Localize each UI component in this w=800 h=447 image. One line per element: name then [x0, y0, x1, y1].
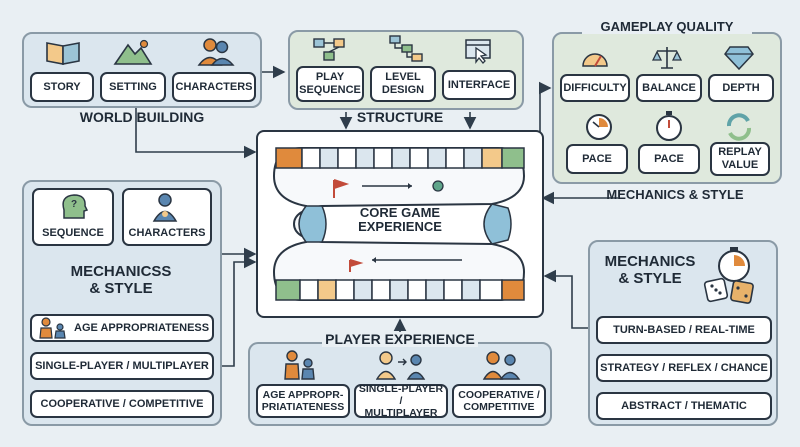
duo-icon	[482, 351, 521, 380]
world-building-title: WORLD BUILDING	[79, 109, 205, 125]
mountain-icon	[113, 39, 153, 65]
balance-box: BALANCE	[636, 74, 702, 102]
age-appropriateness-box-bottom: AGE APPROPR- PRIATIATENESS	[256, 384, 350, 418]
gameplay-quality-title: GAMEPLAY QUALITY	[582, 19, 752, 35]
clock-icon	[586, 114, 612, 140]
board-path	[272, 147, 526, 301]
turn-based-real-time-box: TURN-BASED / REAL-TIME	[596, 316, 772, 344]
gameplay-subtitle: MECHANICS & STYLE	[606, 187, 744, 202]
single-multiplayer-box-bottom: SINGLE-PLAYER / MULTIPLAYER	[354, 383, 448, 419]
strategy-reflex-chance-box: STRATEGY / REFLEX / CHANCE	[596, 354, 772, 382]
level-design-box: LEVEL DESIGN	[370, 66, 436, 102]
svg-text:?: ?	[71, 199, 77, 210]
person-icon	[152, 193, 178, 222]
cursor-window-icon	[465, 39, 491, 64]
player-experience-title: PLAYER EXPERIENCE	[322, 331, 478, 348]
abstract-thematic-box: ABSTRACT / THEMATIC	[596, 392, 772, 420]
pace-box-1: PACE	[566, 144, 628, 174]
pace-box-2: PACE	[638, 144, 700, 174]
characters-label-left: CHARACTERS	[128, 227, 206, 240]
age-appropriateness-label: AGE APPROPRIATENESS	[74, 321, 210, 334]
replay-icon	[727, 113, 751, 141]
left-mechanics-title: MECHANICSS & STYLE	[70, 263, 172, 297]
single-multiplayer-box-left: SINGLE-PLAYER / MULTIPLAYER	[30, 352, 214, 380]
players-icon	[376, 351, 426, 380]
cooperative-competitive-box-left: COOPERATIVE / COMPETITIVE	[30, 390, 214, 418]
flowchart-icon	[313, 38, 345, 61]
level-map-icon	[389, 35, 423, 62]
diamond-icon	[724, 46, 754, 70]
structure-title: STRUCTURE	[356, 109, 444, 125]
interface-box: INTERFACE	[442, 70, 516, 100]
play-sequence-box: PLAY SEQUENCE	[296, 66, 364, 102]
right-mechanics-title: MECHANICS & STYLE	[604, 253, 696, 287]
core-game-experience-title: CORE GAME EXPERIENCE	[358, 205, 442, 235]
depth-box: DEPTH	[708, 74, 774, 102]
scale-icon	[652, 47, 682, 69]
adult-child-icon	[284, 350, 315, 380]
sequence-label: SEQUENCE	[42, 227, 104, 240]
difficulty-box: DIFFICULTY	[560, 74, 630, 102]
head-question-icon: ?	[62, 194, 88, 219]
characters-box: CHARACTERS	[172, 72, 256, 102]
setting-box: SETTING	[100, 72, 166, 102]
replay-value-box: REPLAY VALUE	[710, 142, 770, 176]
age-appropriateness-box: AGE APPROPRIATENESS	[30, 314, 214, 342]
gauge-icon	[582, 53, 608, 67]
cooperative-competitive-box-bottom: COOPERATIVE / COMPETITIVE	[452, 384, 546, 418]
stopwatch-dice-icon	[703, 247, 754, 304]
stopwatch-icon	[656, 111, 682, 141]
adult-child-icon	[39, 317, 66, 339]
story-box: STORY	[30, 72, 94, 102]
book-icon	[46, 42, 80, 65]
people-icon	[197, 38, 235, 66]
